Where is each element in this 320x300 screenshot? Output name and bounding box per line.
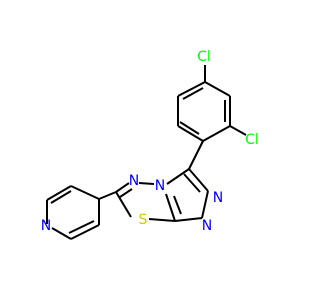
- bond: [204, 81, 231, 97]
- bond: [173, 195, 182, 215]
- bonds: [46, 65, 247, 240]
- nitrogen-atom-thiadiazole: N: [129, 173, 139, 189]
- nitrogen-atom-triazole-bottom: N: [202, 218, 212, 234]
- bond: [165, 193, 176, 222]
- bond: [115, 191, 132, 218]
- bond: [174, 217, 203, 222]
- bond: [98, 191, 117, 200]
- nitrogen-atom-pyridine: N: [41, 218, 51, 234]
- nitrogen-atom-bridge: N: [155, 178, 165, 194]
- bond: [68, 220, 95, 234]
- sulfur-atom: S: [139, 212, 148, 228]
- nitrogen-atom-triazole-right: N: [213, 190, 223, 206]
- bond: [119, 188, 133, 198]
- bond: [70, 224, 100, 240]
- bond: [148, 218, 176, 222]
- bond: [188, 140, 204, 170]
- bond: [51, 227, 72, 240]
- bond: [179, 121, 200, 135]
- bond: [229, 125, 247, 136]
- bond: [50, 190, 72, 204]
- bond: [188, 168, 209, 192]
- bond: [202, 125, 231, 142]
- bond: [182, 87, 204, 100]
- bond: [70, 185, 100, 200]
- bond: [46, 185, 72, 201]
- bond: [138, 182, 155, 185]
- molecule-structure: Cl Cl N N N N N S: [41, 49, 259, 240]
- chlorine-atom-right: Cl: [245, 132, 259, 148]
- bond: [166, 168, 190, 185]
- bond: [115, 182, 130, 193]
- atom-labels: Cl Cl N N N N N S: [41, 49, 259, 234]
- bond: [177, 125, 204, 142]
- bond: [183, 173, 201, 193]
- bond: [201, 190, 209, 219]
- chlorine-atom-top: Cl: [197, 49, 211, 65]
- bond: [177, 81, 206, 97]
